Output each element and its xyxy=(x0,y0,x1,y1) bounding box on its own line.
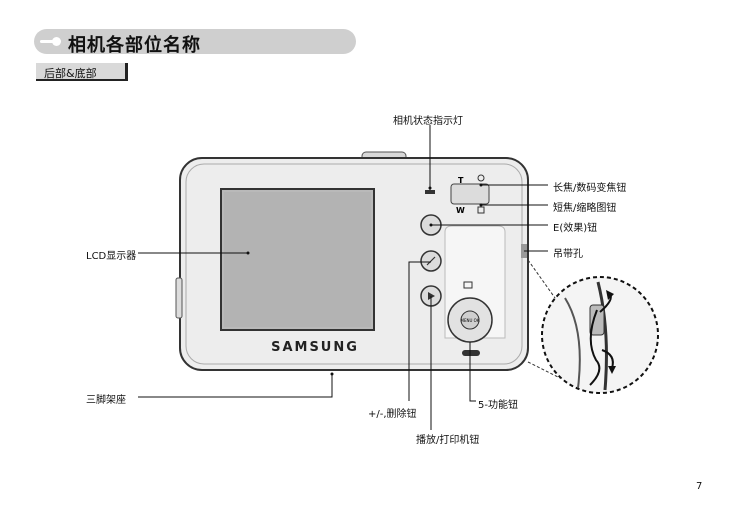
title-dot-icon xyxy=(52,37,61,46)
page-number: 7 xyxy=(696,481,703,492)
title-banner xyxy=(34,29,356,54)
brand-logo: SAMSUNG xyxy=(271,340,359,355)
label-five-function: 5-功能钮 xyxy=(478,400,518,411)
thumbnail-icon xyxy=(477,206,485,214)
section-title: 后部&底部 xyxy=(44,67,97,80)
zoom-rocker xyxy=(450,183,490,205)
label-strap-hole: 吊带孔 xyxy=(553,249,583,260)
label-zoom-tele: 长焦/数码变焦钮 xyxy=(553,183,627,194)
label-e-button: E(效果)钮 xyxy=(553,223,598,234)
section-tab xyxy=(36,63,128,81)
page-title: 相机各部位名称 xyxy=(68,35,201,56)
zoom-t-label: T xyxy=(458,176,464,185)
label-lcd: LCD显示器 xyxy=(86,251,137,262)
label-play-print: 播放/打印机钮 xyxy=(416,435,480,446)
zoom-w-label: W xyxy=(456,206,465,215)
label-plus-minus: +/-,删除钮 xyxy=(368,409,417,420)
label-tripod: 三脚架座 xyxy=(86,395,126,406)
label-zoom-wide: 短焦/缩略图钮 xyxy=(553,203,617,214)
label-status-lamp: 相机状态指示灯 xyxy=(393,116,463,127)
menu-ok-label: MENU OK xyxy=(461,318,480,323)
magnify-icon xyxy=(477,174,485,182)
status-lamp xyxy=(425,190,435,194)
menu-ok-button xyxy=(460,310,480,330)
title-dash-icon xyxy=(40,40,54,43)
